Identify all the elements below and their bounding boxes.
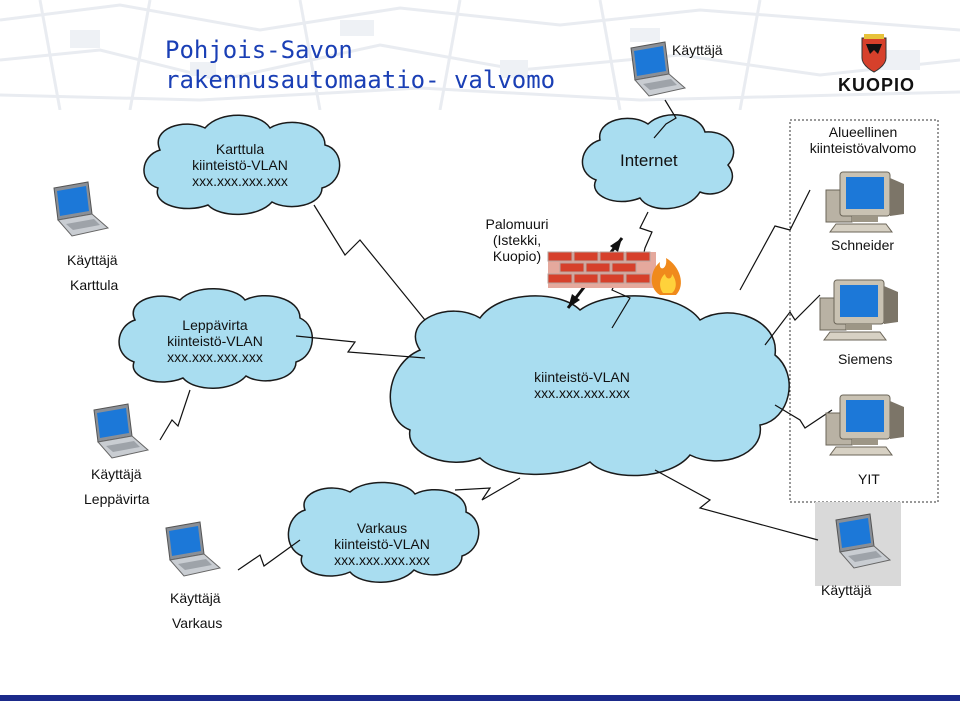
karttula-user-place: Karttula — [70, 277, 119, 293]
bottom-bar — [0, 695, 960, 701]
link-varkaus-user — [237, 539, 301, 571]
main-vlan-line-1: kiinteistö-VLAN — [534, 369, 630, 385]
firewall-line-1: Palomuuri — [485, 216, 549, 232]
link-right-user-main — [654, 469, 819, 541]
main-vlan-line-2: xxx.xxx.xxx.xxx — [534, 385, 630, 401]
firewall-line-2: (Istekki, — [492, 232, 542, 248]
link-internet-user — [653, 99, 677, 139]
varkaus-cloud-label: Varkaus kiinteistö-VLAN xxx.xxx.xxx.xxx — [320, 520, 444, 568]
karttula-cloud-line-2: kiinteistö-VLAN — [192, 157, 288, 173]
vendor-yit: YIT — [858, 471, 880, 487]
title-line-1: Pohjois-Savon — [165, 36, 353, 64]
leppavirta-cloud-line-2: kiinteistö-VLAN — [167, 333, 263, 349]
internet-cloud — [581, 114, 735, 210]
link-leppavirta-user — [159, 389, 191, 441]
leppavirta-cloud-line-3: xxx.xxx.xxx.xxx — [167, 349, 263, 365]
link-schneider-main — [739, 189, 811, 291]
page-title: Pohjois-Savon rakennusautomaatio- valvom… — [165, 35, 555, 95]
main-vlan-cloud — [389, 295, 790, 477]
varkaus-user-laptop-icon — [165, 521, 221, 577]
siemens-desktop-icon — [819, 279, 899, 341]
regional-line-1: Alueellinen — [828, 124, 898, 140]
schneider-desktop-icon — [825, 171, 905, 233]
main-vlan-cloud-label: kiinteistö-VLAN xxx.xxx.xxx.xxx — [522, 369, 642, 401]
karttula-cloud-label: Karttula kiinteistö-VLAN xxx.xxx.xxx.xxx — [180, 141, 300, 189]
background-map — [0, 0, 960, 110]
link-karttula-main — [313, 204, 426, 321]
leppavirta-cloud-label: Leppävirta kiinteistö-VLAN xxx.xxx.xxx.x… — [150, 317, 280, 365]
karttula-cloud-line-1: Karttula — [215, 141, 265, 157]
firewall-label: Palomuuri (Istekki, Kuopio) — [477, 216, 557, 264]
vendor-schneider: Schneider — [831, 237, 895, 253]
varkaus-cloud-line-2: kiinteistö-VLAN — [334, 536, 430, 552]
varkaus-user-place: Varkaus — [172, 615, 223, 631]
link-varkaus-main — [454, 477, 521, 501]
varkaus-user-role: Käyttäjä — [170, 590, 221, 606]
right-user-label: Käyttäjä — [821, 582, 872, 598]
regional-line-2: kiinteistövalvomo — [809, 140, 917, 156]
link-siemens-main — [764, 294, 821, 346]
kuopio-logo: KUOPIO — [838, 75, 916, 95]
varkaus-cloud-line-1: Varkaus — [356, 520, 408, 536]
leppavirta-user-role: Käyttäjä — [91, 466, 142, 482]
kuopio-coat-of-arms-icon — [861, 34, 887, 73]
karttula-user-role: Käyttäjä — [67, 252, 118, 268]
varkaus-cloud-line-3: xxx.xxx.xxx.xxx — [334, 552, 430, 568]
title-line-2: rakennusautomaatio- valvomo — [165, 66, 556, 94]
top-user-label: Käyttäjä — [672, 42, 723, 58]
internet-label: Internet — [620, 151, 678, 170]
leppavirta-cloud — [118, 288, 314, 389]
firewall-icon — [547, 251, 681, 295]
link-leppavirta-main — [295, 335, 426, 359]
varkaus-cloud — [287, 481, 480, 583]
karttula-cloud — [143, 114, 341, 216]
link-yit-main — [774, 404, 833, 429]
regional-monitoring-label: Alueellinen kiinteistövalvomo — [795, 124, 931, 156]
leppavirta-cloud-line-1: Leppävirta — [182, 317, 248, 333]
leppavirta-user-place: Leppävirta — [84, 491, 150, 507]
karttula-user-laptop-icon — [53, 181, 109, 237]
yit-desktop-icon — [825, 394, 905, 456]
vendor-siemens: Siemens — [838, 351, 893, 367]
leppavirta-user-laptop-icon — [93, 403, 149, 459]
firewall-line-3: Kuopio) — [492, 248, 542, 264]
karttula-cloud-line-3: xxx.xxx.xxx.xxx — [192, 173, 288, 189]
